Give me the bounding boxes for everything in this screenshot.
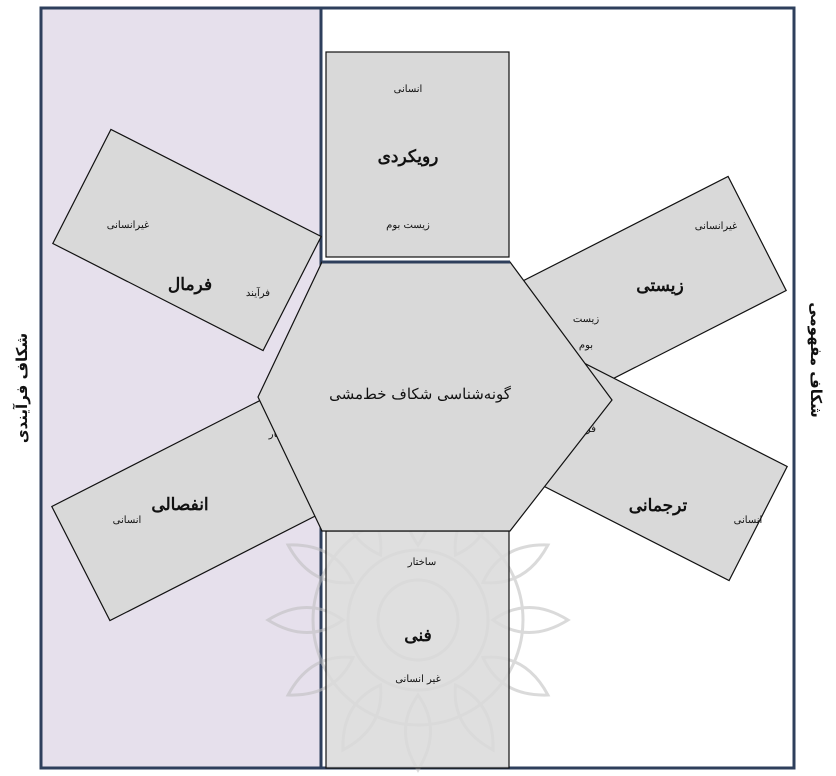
left-side-label: شکاف فرآیندی bbox=[13, 333, 31, 443]
card-top: انسانی رویکردی زیست بوم bbox=[326, 52, 509, 257]
card-top-tag2: زیست بوم bbox=[386, 220, 430, 231]
card-top-title: رویکردی bbox=[378, 147, 439, 167]
center-title: گونه‌شناسی شکاف خط‌مشی bbox=[329, 385, 512, 403]
card-upper-left-tag2: فرآیند bbox=[246, 286, 270, 299]
card-upper-left-title: فرمال bbox=[168, 275, 212, 295]
card-bottom: ساختار فنی غیر انسانی bbox=[326, 531, 509, 768]
card-bottom-tag2: غیر انسانی bbox=[395, 674, 441, 685]
card-upper-right-title: زیستی bbox=[636, 276, 683, 296]
card-bottom-tag1: ساختار bbox=[407, 557, 437, 568]
card-lower-right-title: ترجمانی bbox=[629, 496, 688, 516]
card-top-tag1: انسانی bbox=[394, 84, 423, 95]
card-bottom-title: فنی bbox=[404, 626, 431, 646]
card-upper-right-tag2: زیست bbox=[573, 314, 600, 325]
right-side-label: شکاف مفهومی bbox=[807, 302, 825, 418]
card-lower-left-tag2: انسانی bbox=[113, 515, 142, 526]
card-upper-left-tag1: غیرانسانی bbox=[107, 220, 149, 231]
card-upper-right-tag3: بوم bbox=[579, 340, 593, 351]
card-lower-right-tag2: انسانی bbox=[734, 515, 763, 526]
card-lower-left-title: انفصالی bbox=[151, 495, 208, 515]
card-upper-right-tag1: غیرانسانی bbox=[695, 221, 737, 232]
